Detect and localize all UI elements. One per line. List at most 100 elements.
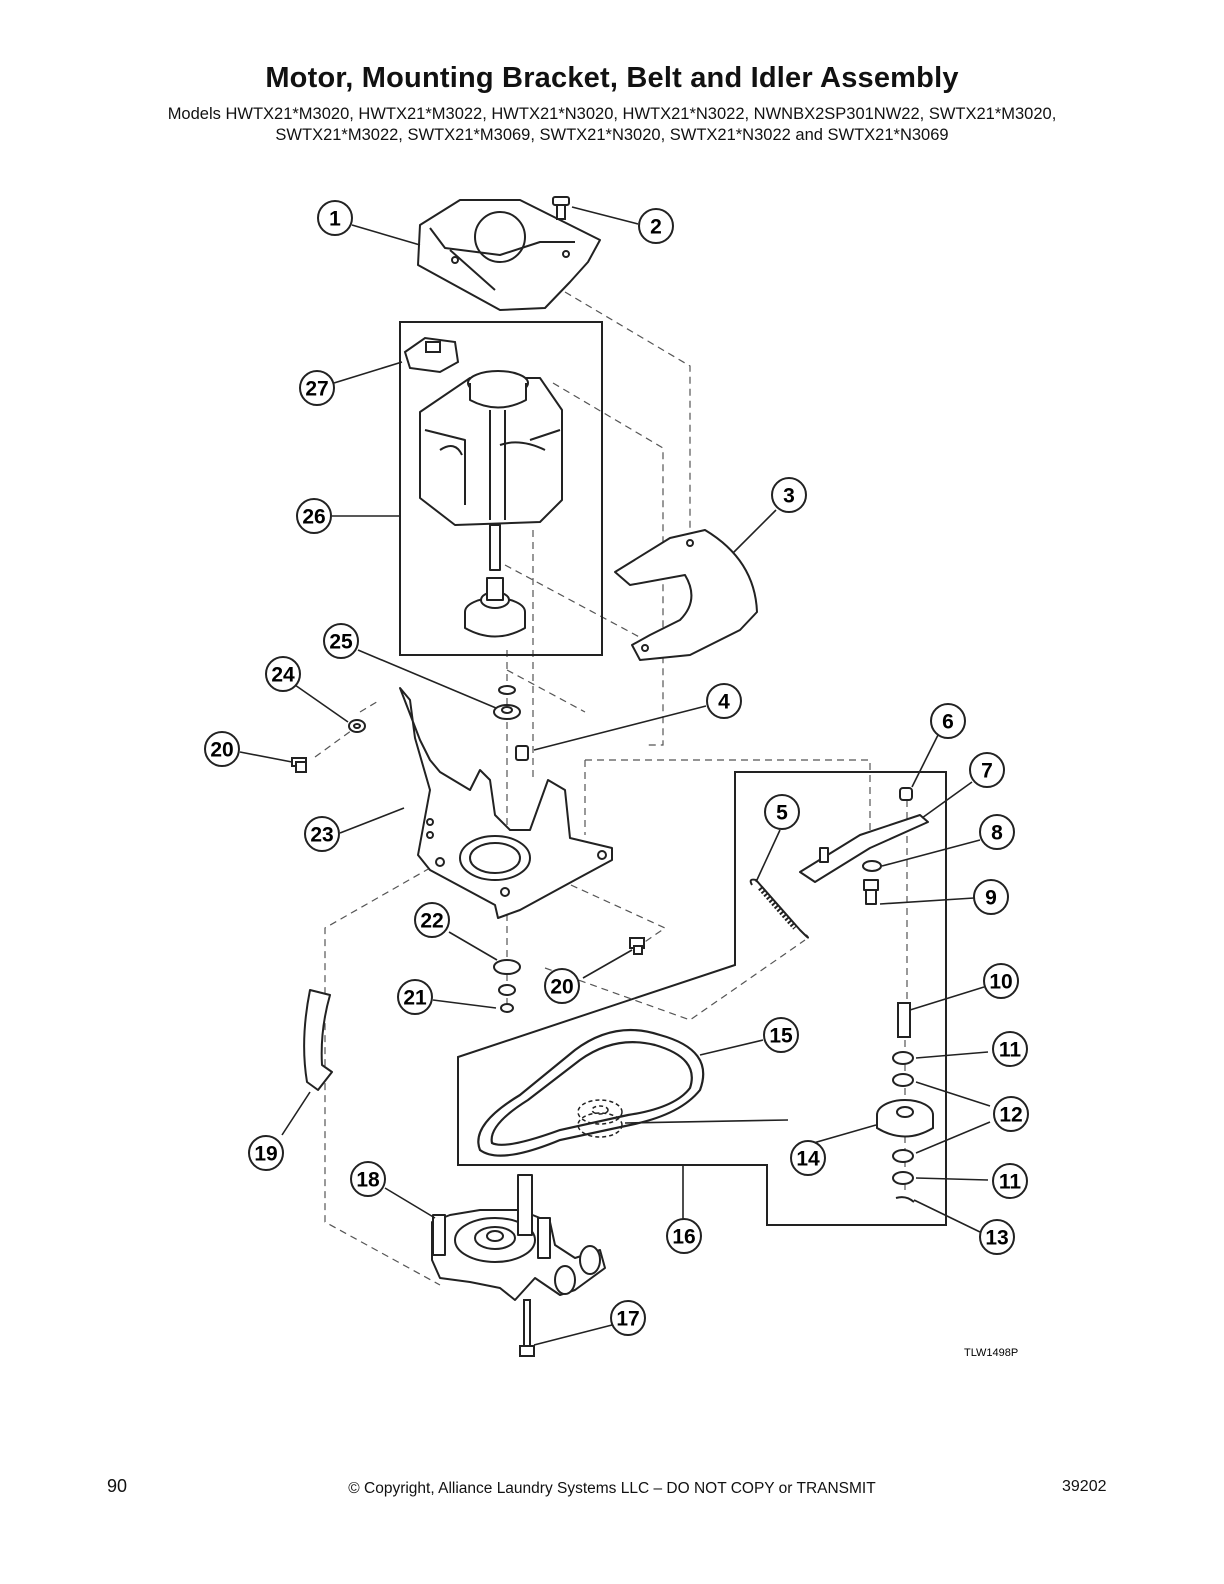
callout-circle — [992, 1163, 1028, 1199]
callout-circle — [930, 703, 966, 739]
callout-3: 3 — [771, 477, 807, 513]
callout-circle — [323, 623, 359, 659]
callout-circle — [969, 752, 1005, 788]
idler-shaft-part — [897, 1002, 911, 1038]
callout-circle — [299, 370, 335, 406]
bolt-left-part — [291, 757, 307, 773]
lower-grommet-part — [493, 959, 521, 975]
callout-25: 25 — [323, 623, 359, 659]
cover-screw-part — [552, 196, 570, 220]
callout-circle — [638, 208, 674, 244]
callout-circle — [304, 816, 340, 852]
pump-part — [431, 1174, 606, 1301]
callout-circle — [414, 902, 450, 938]
callout-number: 11 — [999, 1171, 1022, 1194]
callout-number: 7 — [981, 760, 993, 783]
lower-spacer-part — [498, 984, 516, 996]
callout-circle — [397, 979, 433, 1015]
callout-circle — [317, 200, 353, 236]
callout-27: 27 — [299, 370, 335, 406]
callout-number: 20 — [550, 976, 573, 999]
callout-circle — [983, 963, 1019, 999]
hose-clip-part — [303, 989, 333, 1091]
callout-circle — [666, 1218, 702, 1254]
callout-circle — [993, 1096, 1029, 1132]
lower-bearing-part — [892, 1149, 914, 1163]
callout-number: 20 — [210, 739, 233, 762]
idler-spring-part — [749, 878, 809, 939]
pump-bolt-part — [519, 1299, 535, 1357]
upper-washer-part — [892, 1051, 914, 1065]
callout-7: 7 — [969, 752, 1005, 788]
callout-number: 27 — [305, 378, 328, 401]
belt-idler-group-frame — [457, 771, 947, 1226]
callout-circle — [265, 656, 301, 692]
pump-pulley-hidden — [577, 1099, 623, 1138]
callout-number: 2 — [650, 216, 662, 239]
upper-bearing-part — [892, 1073, 914, 1087]
nut-part — [515, 745, 529, 761]
callout-23: 23 — [304, 816, 340, 852]
document-number: 39202 — [1062, 1478, 1107, 1495]
callout-5: 5 — [764, 794, 800, 830]
callout-11: 11 — [992, 1031, 1028, 1067]
callout-number: 26 — [302, 506, 325, 529]
callout-15: 15 — [763, 1017, 799, 1053]
callout-circle — [979, 1219, 1015, 1255]
callout-circle — [992, 1031, 1028, 1067]
callout-2: 2 — [638, 208, 674, 244]
callout-24: 24 — [265, 656, 301, 692]
callout-number: 22 — [420, 910, 443, 933]
callout-circle — [771, 477, 807, 513]
copyright-notice: © Copyright, Alliance Laundry Systems LL… — [348, 1480, 876, 1497]
idler-washer-part — [862, 860, 882, 872]
callout-19: 19 — [248, 1135, 284, 1171]
callout-number: 19 — [254, 1143, 277, 1166]
motor-shield-part — [614, 529, 758, 661]
callout-8: 8 — [979, 814, 1015, 850]
lower-nut-part — [500, 1003, 514, 1013]
drive-belt-part — [477, 1028, 705, 1157]
callout-number: 5 — [776, 802, 788, 825]
retaining-ring-part — [895, 1196, 915, 1203]
assembly-guide-lines — [314, 232, 908, 1286]
callout-number: 11 — [999, 1039, 1022, 1062]
callout-6: 6 — [930, 703, 966, 739]
callout-number: 17 — [616, 1308, 639, 1331]
callout-4: 4 — [706, 683, 742, 719]
models-line-1: Models HWTX21*M3020, HWTX21*M3022, HWTX2… — [167, 105, 1057, 123]
callout-number: 1 — [329, 208, 341, 231]
callout-13: 13 — [979, 1219, 1015, 1255]
callout-18: 18 — [350, 1161, 386, 1197]
bolt-right-part — [629, 937, 645, 955]
callout-circle — [350, 1161, 386, 1197]
callout-1: 1 — [317, 200, 353, 236]
callout-20: 20 — [204, 731, 240, 767]
callout-circle — [706, 683, 742, 719]
models-line-2: SWTX21*M3022, SWTX21*M3069, SWTX21*N3020… — [275, 126, 949, 144]
page-title: Motor, Mounting Bracket, Belt and Idler … — [265, 62, 959, 94]
callout-number: 4 — [718, 691, 730, 714]
callout-26: 26 — [296, 498, 332, 534]
mounting-hardware — [291, 685, 645, 1013]
idler-arm-group — [799, 787, 929, 905]
callout-circle — [764, 794, 800, 830]
leader-lines — [239, 206, 991, 1346]
idler-nut-part — [899, 787, 913, 801]
callout-11: 11 — [992, 1163, 1028, 1199]
callout-number: 23 — [310, 824, 333, 847]
callout-circle — [790, 1140, 826, 1176]
callout-21: 21 — [397, 979, 433, 1015]
callout-9: 9 — [973, 879, 1009, 915]
callout-number: 15 — [769, 1025, 793, 1048]
mounting-bracket-part — [399, 687, 613, 919]
callout-12: 12 — [993, 1096, 1029, 1132]
callout-circle — [979, 814, 1015, 850]
callout-circle — [610, 1300, 646, 1336]
group-frames — [399, 321, 947, 1226]
callout-number: 6 — [942, 711, 954, 734]
callout-10: 10 — [983, 963, 1019, 999]
callout-circle — [296, 498, 332, 534]
callout-number: 18 — [356, 1169, 380, 1192]
